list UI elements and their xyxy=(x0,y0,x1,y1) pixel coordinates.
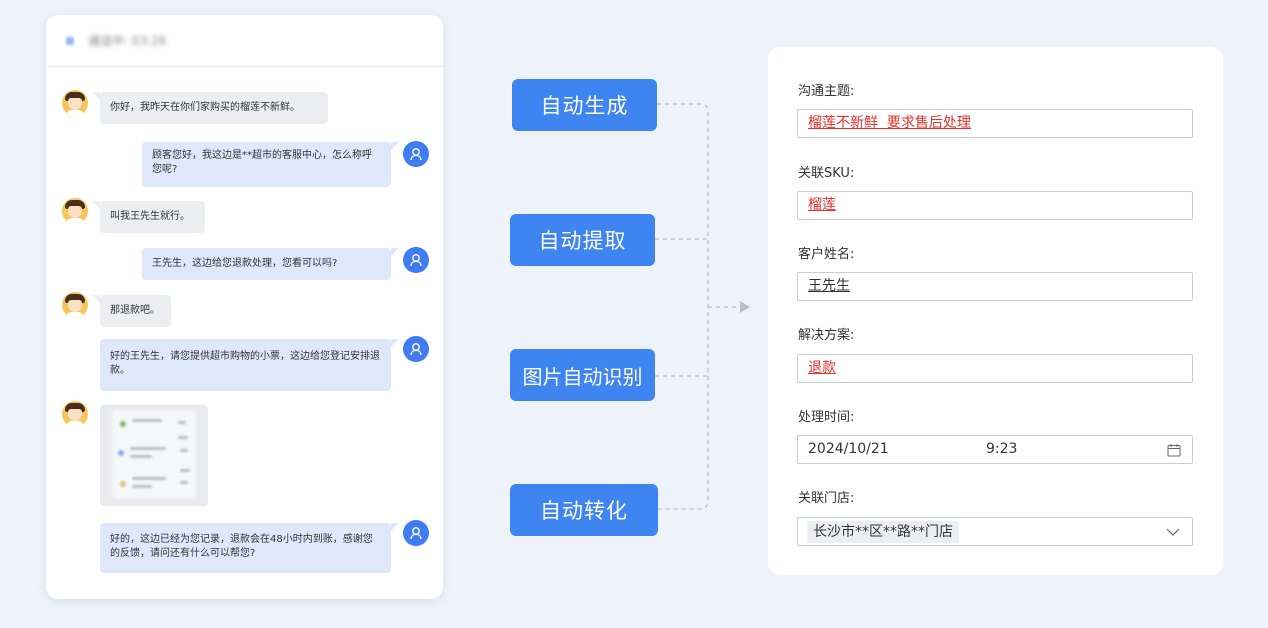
image-recognition-button[interactable]: 图片自动识别 xyxy=(510,349,655,401)
chevron-down-icon[interactable] xyxy=(1166,526,1180,538)
datetime-picker[interactable]: 2024/10/21 9:23 xyxy=(797,435,1193,464)
auto-convert-button[interactable]: 自动转化 xyxy=(510,484,658,536)
time-value: 9:23 xyxy=(986,436,1017,463)
store-select[interactable]: 长沙市**区**路**门店 xyxy=(797,517,1193,546)
auto-generate-button[interactable]: 自动生成 xyxy=(512,79,657,131)
topic-label: 沟通主题: xyxy=(798,80,854,99)
arrow-icon xyxy=(740,301,750,313)
auto-extract-button[interactable]: 自动提取 xyxy=(510,214,655,266)
customer-name-value: 王先生 xyxy=(808,278,850,294)
customer-name-label: 客户姓名: xyxy=(798,243,854,262)
time-label: 处理时间: xyxy=(798,406,854,425)
sku-field[interactable]: 榴莲 xyxy=(797,191,1193,220)
store-label: 关联门店: xyxy=(798,487,854,506)
solution-field[interactable]: 退款 xyxy=(797,354,1193,383)
customer-name-field[interactable]: 王先生 xyxy=(797,272,1193,301)
topic-value: 榴莲不新鲜 要求售后处理 xyxy=(808,115,971,131)
sku-label: 关联SKU: xyxy=(798,162,854,181)
solution-value: 退款 xyxy=(808,360,836,376)
sku-value: 榴莲 xyxy=(808,197,836,213)
solution-label: 解决方案: xyxy=(798,324,854,343)
date-value: 2024/10/21 xyxy=(808,441,889,457)
store-tag: 长沙市**区**路**门店 xyxy=(807,521,959,543)
calendar-icon[interactable] xyxy=(1167,443,1181,457)
ticket-form: 沟通主题: 榴莲不新鲜 要求售后处理 关联SKU: 榴莲 客户姓名: 王先生 解… xyxy=(768,47,1223,575)
topic-field[interactable]: 榴莲不新鲜 要求售后处理 xyxy=(797,109,1193,138)
